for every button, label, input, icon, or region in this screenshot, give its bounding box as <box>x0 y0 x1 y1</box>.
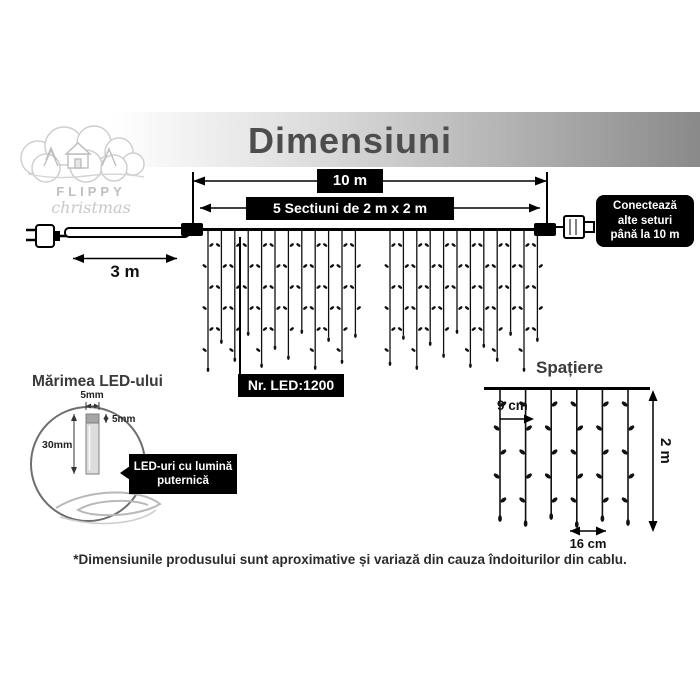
drop-height-arrow <box>648 390 658 532</box>
led-size-title: Mărimea LED-ului <box>32 373 163 390</box>
logo-winter-scene-icon <box>27 142 145 179</box>
spacing-wire <box>484 387 650 390</box>
right-connector-icon <box>534 223 556 236</box>
logo-text-christmas: christmas <box>51 198 131 217</box>
led-note-label: LED-uri cu lumină puternică <box>129 454 237 494</box>
sections-label: 5 Sectiuni de 2 m x 2 m <box>246 197 454 220</box>
spacing-title: Spațiere <box>536 358 604 377</box>
logo-text-flippy: FLIPPY <box>56 184 126 199</box>
lead-length-label: 3 m <box>110 262 140 281</box>
connect-note-label: Conectează alte seturi până la 10 m <box>596 195 694 247</box>
led-gap-arrow <box>500 414 534 424</box>
drop-height-label: 2 m <box>657 438 674 464</box>
lead-cable <box>64 227 190 238</box>
led-count-leader-line <box>239 237 241 375</box>
lead-length-arrow <box>73 254 177 263</box>
curtain-section-2 <box>384 231 543 372</box>
spacing-curtain <box>493 390 635 528</box>
curtain-section-1 <box>202 231 361 372</box>
total-length-label: 10 m <box>317 169 383 193</box>
page-title: Dimensiuni <box>247 120 453 161</box>
led-cap-icon <box>85 413 100 424</box>
led-cap-height-label: 5mm <box>112 414 135 425</box>
led-gap-label: 9 cm <box>497 398 528 413</box>
led-bulb-drawing: 5mm 5mm 30mm <box>42 390 162 525</box>
led-body-height-label: 30mm <box>42 439 72 451</box>
extension-plug-icon <box>556 215 595 239</box>
led-top-width-label: 5mm <box>80 390 103 401</box>
led-count-label: Nr. LED:1200 <box>238 374 344 397</box>
drop-gap-arrow <box>570 526 606 536</box>
footnote: *Dimensiunile produsului sunt aproximati… <box>73 552 627 567</box>
main-wire <box>190 228 540 231</box>
flippy-christmas-logo: FLIPPY christmas <box>20 125 145 217</box>
light-swoosh-icon-2 <box>59 509 157 525</box>
led-note-pointer-icon <box>120 466 130 480</box>
drop-gap-label: 16 cm <box>569 536 607 551</box>
light-swoosh-icon <box>55 491 162 517</box>
power-plug-icon <box>26 224 68 248</box>
